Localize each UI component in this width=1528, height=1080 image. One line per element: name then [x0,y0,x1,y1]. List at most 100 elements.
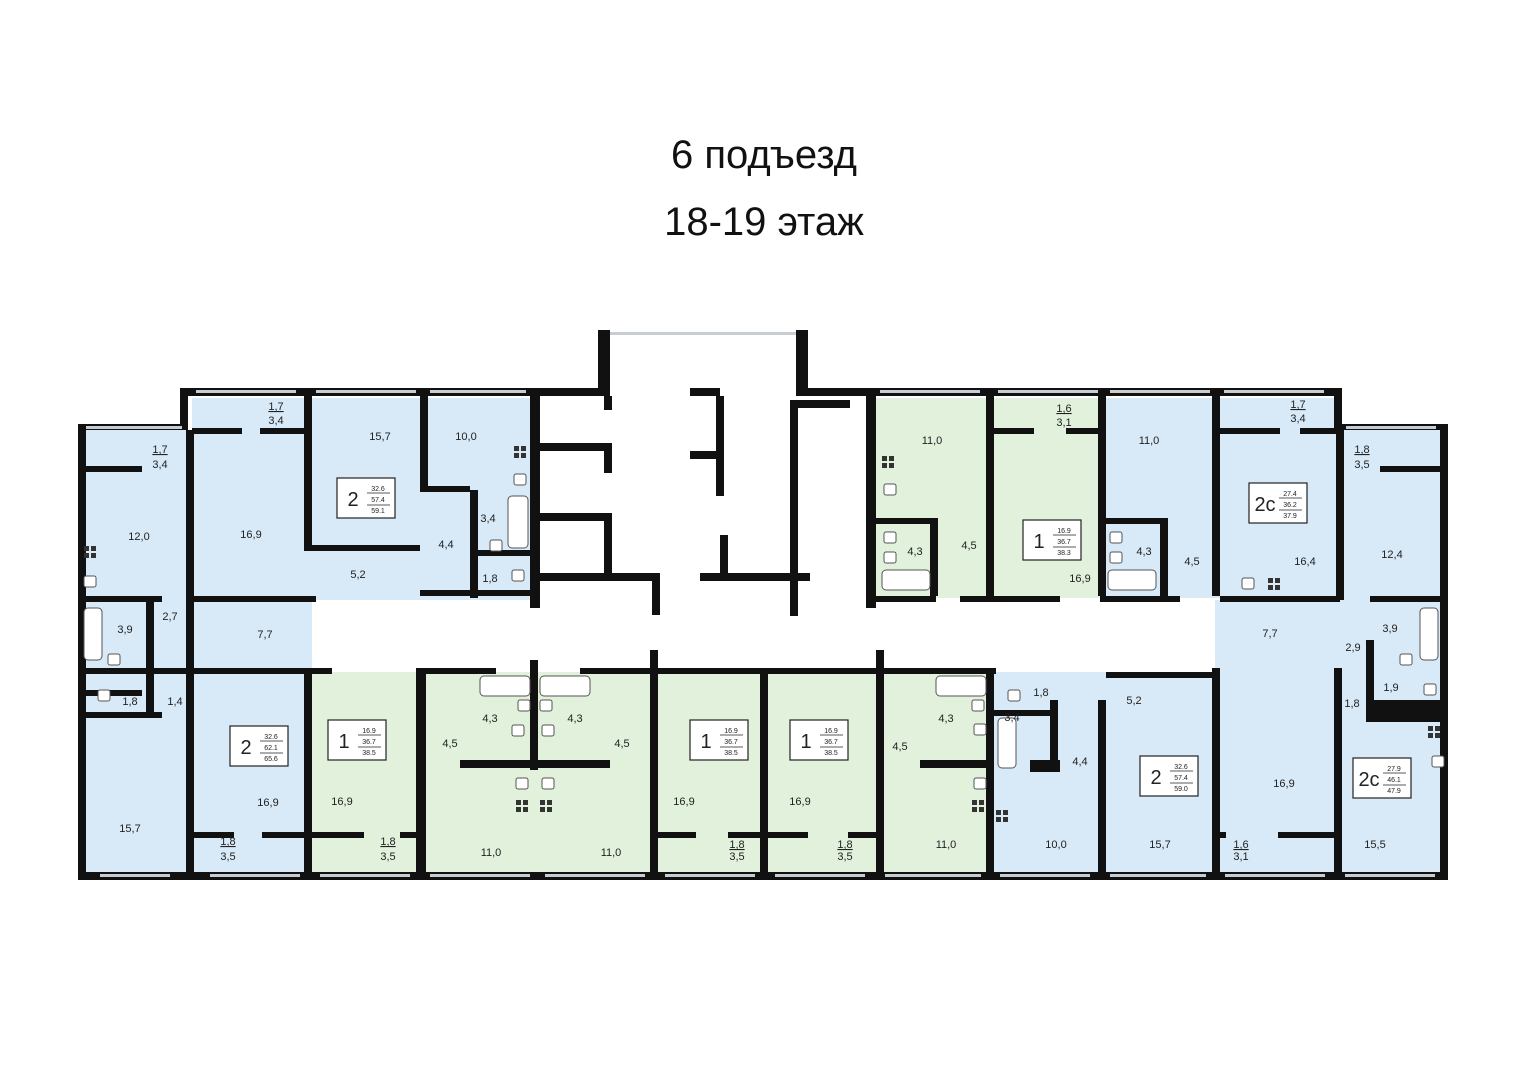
stove-burner [540,800,545,805]
room-area-label: 1,6 [1233,839,1248,851]
room-fill [1218,672,1334,877]
sink-icon [1109,551,1123,564]
window-segment [610,332,796,335]
room-area-label: 5,2 [350,569,365,581]
wall-segment [1366,640,1374,670]
room-area-label: 4,4 [438,539,453,551]
wall-segment [1050,700,1058,770]
sink-icon [539,699,553,712]
sink-icon [83,575,97,588]
room-fill [656,672,766,877]
room-area-label: 4,4 [1072,756,1087,768]
room-area-label: 11,0 [601,847,622,859]
room-area-label: 12,0 [128,531,149,543]
stove-icon [84,546,96,558]
wall-segment [1218,832,1226,838]
bathtub-icon [507,495,529,549]
room-area-label: 1,9 [1383,682,1398,694]
badge-frame [1352,757,1412,799]
stove-burner [882,456,887,461]
wall-segment [186,430,194,670]
wall-segment [930,518,938,596]
window-segment [316,390,416,393]
stove-burner [972,807,977,812]
stove-burner [889,463,894,468]
wall-segment [180,388,188,430]
badge-living-area: 16.9 [724,728,738,735]
wall-segment [986,396,994,596]
stove-burner [1268,585,1273,590]
bathtub-icon [83,607,103,661]
floor-range-title: 18-19 этаж [664,200,864,244]
room-area-label: 12,4 [1381,549,1402,561]
badge-frame [1022,519,1082,561]
wall-segment [876,668,996,674]
wall-segment [1440,424,1448,880]
sink-icon [883,531,897,544]
wall-segment [82,690,142,696]
bathtub-icon [997,717,1017,769]
window-segment [1224,390,1324,393]
wall-segment [82,712,162,718]
badge-living-area: 16.9 [1057,528,1071,535]
room-area-label: 1,8 [482,573,497,585]
wall-segment [304,396,312,546]
wall-segment [920,760,990,768]
window-segment [1110,874,1206,877]
stove-burner [972,800,977,805]
wall-segment [540,513,610,521]
sink-icon [1431,755,1445,768]
window-segment [885,874,981,877]
sink-icon [971,699,985,712]
wall-segment [82,668,332,674]
wall-segment [460,760,610,768]
stove-burner [547,807,552,812]
room-area-label: 3,1 [1233,851,1248,863]
window-segment [100,874,170,877]
badge-living-area: 32.6 [371,486,385,493]
stove-burner [91,546,96,551]
wall-segment [652,573,660,615]
stove-icon [540,800,552,812]
wall-segment [540,388,600,396]
badge-living-area: 32.6 [1174,764,1188,771]
wall-segment [1106,672,1166,678]
wall-segment [656,668,876,674]
badge-frame [689,719,749,761]
badge-total-area: 57.4 [371,497,385,504]
wall-segment [304,832,364,838]
wall-segment [78,424,86,880]
badge-room-count: 2с [1358,769,1379,791]
wall-segment [728,832,768,838]
badge-total-area: 36.7 [824,739,838,746]
badge-total-with-balcony: 38.3 [1057,550,1071,557]
window-segment [880,390,980,393]
room-fill [536,672,656,877]
window-segment [1345,874,1435,877]
badge-frame [336,477,396,519]
wall-segment [260,428,310,434]
bathtub-icon [881,569,931,591]
wall-segment [420,486,470,492]
wall-segment [400,832,420,838]
stove-burner [1428,726,1433,731]
badge-total-with-balcony: 38.5 [724,750,738,757]
stove-icon [882,456,894,468]
room-area-label: 4,5 [892,741,907,753]
stove-burner [1275,585,1280,590]
wall-segment [530,660,538,770]
wall-segment [194,832,234,838]
windows [86,332,1436,877]
wall-segment [304,545,420,551]
room-area-label: 16,9 [240,529,261,541]
wall-segment [1098,396,1106,596]
stove-burner [84,546,89,551]
wall-segment [986,668,994,873]
stove-icon [1268,578,1280,590]
bathtub-icon [1419,607,1439,661]
sink-icon [97,689,111,702]
window-segment [1110,390,1210,393]
room-area-label: 3,4 [1004,712,1019,724]
